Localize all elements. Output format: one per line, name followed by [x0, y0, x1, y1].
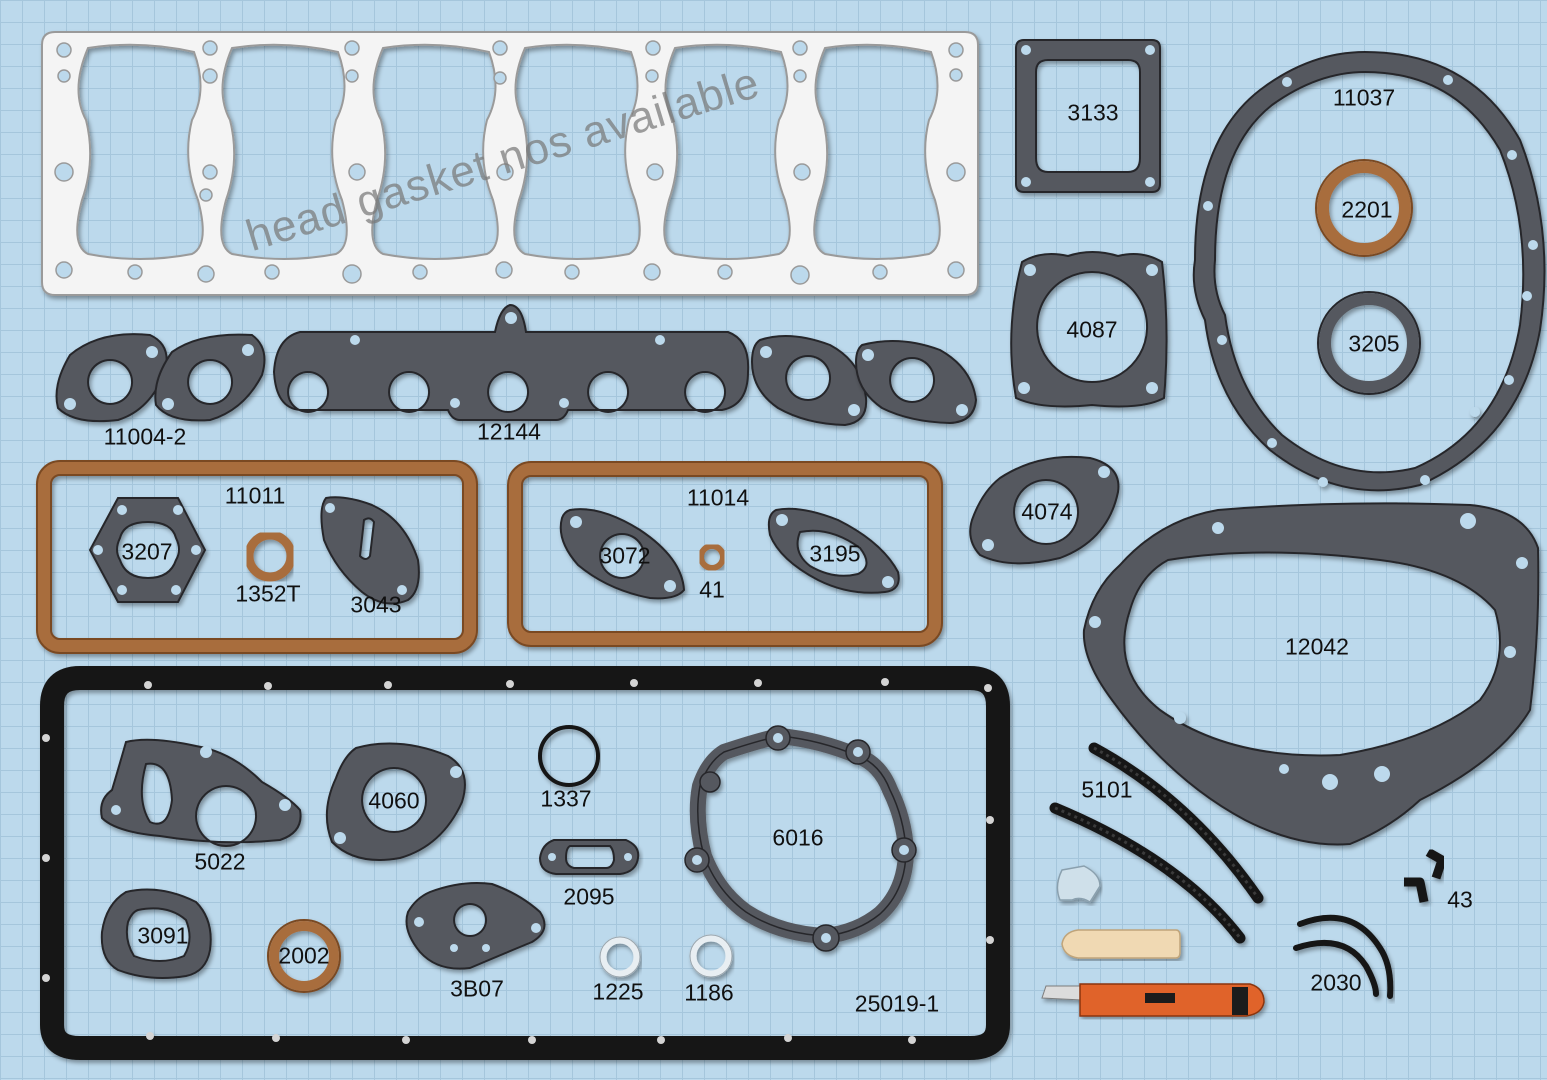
label-1352T: 1352T — [235, 580, 301, 607]
label-2002: 2002 — [278, 942, 330, 969]
gasket-11037 — [1192, 50, 1546, 492]
utility-knife — [1041, 983, 1265, 1017]
gasket-1225 — [599, 936, 641, 978]
seal-5101 — [1049, 742, 1264, 944]
gasket-41 — [698, 543, 726, 571]
label-4074: 4074 — [1021, 498, 1073, 525]
label-3B07: 3B07 — [450, 975, 504, 1002]
label-6016: 6016 — [772, 824, 824, 851]
gasket-6016 — [684, 725, 917, 952]
label-5022: 5022 — [194, 848, 246, 875]
gasket-25019-1 — [40, 666, 1010, 1060]
gasket-12042 — [1082, 502, 1540, 846]
gasket-exhaust-right-1 — [750, 335, 868, 427]
gasket-4060 — [325, 742, 466, 861]
label-11011: 11011 — [224, 482, 286, 509]
gasket-3091 — [100, 888, 212, 979]
label-3072: 3072 — [599, 542, 651, 569]
label-43: 43 — [1447, 886, 1473, 913]
gasket-1352T — [244, 530, 296, 582]
gasket-11014 — [507, 461, 943, 647]
label-2030: 2030 — [1310, 969, 1362, 996]
label-12042: 12042 — [1285, 633, 1349, 660]
label-3207: 3207 — [121, 538, 173, 565]
label-11014: 11014 — [686, 484, 750, 511]
seal-2030 — [1293, 914, 1394, 999]
label-41: 41 — [699, 576, 725, 603]
label-1186: 1186 — [684, 979, 734, 1006]
gasket-3B07 — [405, 882, 546, 970]
gasket-11011 — [36, 460, 478, 654]
label-3133: 3133 — [1067, 99, 1119, 126]
label-4060: 4060 — [368, 787, 420, 814]
gasket-2201 — [1315, 159, 1413, 257]
label-11004-2: 11004-2 — [103, 423, 187, 450]
gasket-4087 — [1010, 251, 1168, 408]
gasket-3205 — [1317, 291, 1421, 395]
gasket-11004-2-left — [55, 333, 168, 423]
label-3205: 3205 — [1348, 330, 1400, 357]
gasket-5022 — [100, 738, 302, 847]
felt-pad — [1061, 929, 1181, 959]
label-11037: 11037 — [1332, 84, 1396, 111]
gasket-3133 — [1015, 39, 1161, 193]
gasket-12144 — [272, 303, 750, 421]
gasket-2002 — [267, 919, 341, 993]
label-3091: 3091 — [137, 922, 189, 949]
clip-part — [1056, 865, 1101, 904]
gasket-4074 — [969, 455, 1120, 565]
label-1337: 1337 — [540, 785, 592, 812]
gasket-11004-2-right — [154, 333, 266, 422]
gasket-1337 — [538, 725, 600, 787]
gasket-3207 — [88, 497, 207, 603]
label-25019-1: 25019-1 — [854, 990, 940, 1017]
label-12144: 12144 — [477, 418, 541, 445]
label-4087: 4087 — [1066, 316, 1118, 343]
gasket-3195 — [767, 507, 900, 594]
label-3195: 3195 — [809, 540, 861, 567]
gasket-2095 — [538, 839, 640, 875]
label-5101: 5101 — [1081, 776, 1133, 803]
label-2201: 2201 — [1341, 196, 1393, 223]
head-gasket — [41, 31, 979, 296]
gasket-3072 — [559, 508, 686, 600]
gasket-exhaust-right-2 — [854, 340, 978, 425]
seal-43 — [1404, 848, 1447, 903]
gasket-3043 — [320, 496, 420, 605]
gasket-1186 — [689, 934, 733, 978]
label-2095: 2095 — [563, 883, 615, 910]
label-1225: 1225 — [592, 978, 644, 1005]
label-3043: 3043 — [350, 591, 402, 618]
